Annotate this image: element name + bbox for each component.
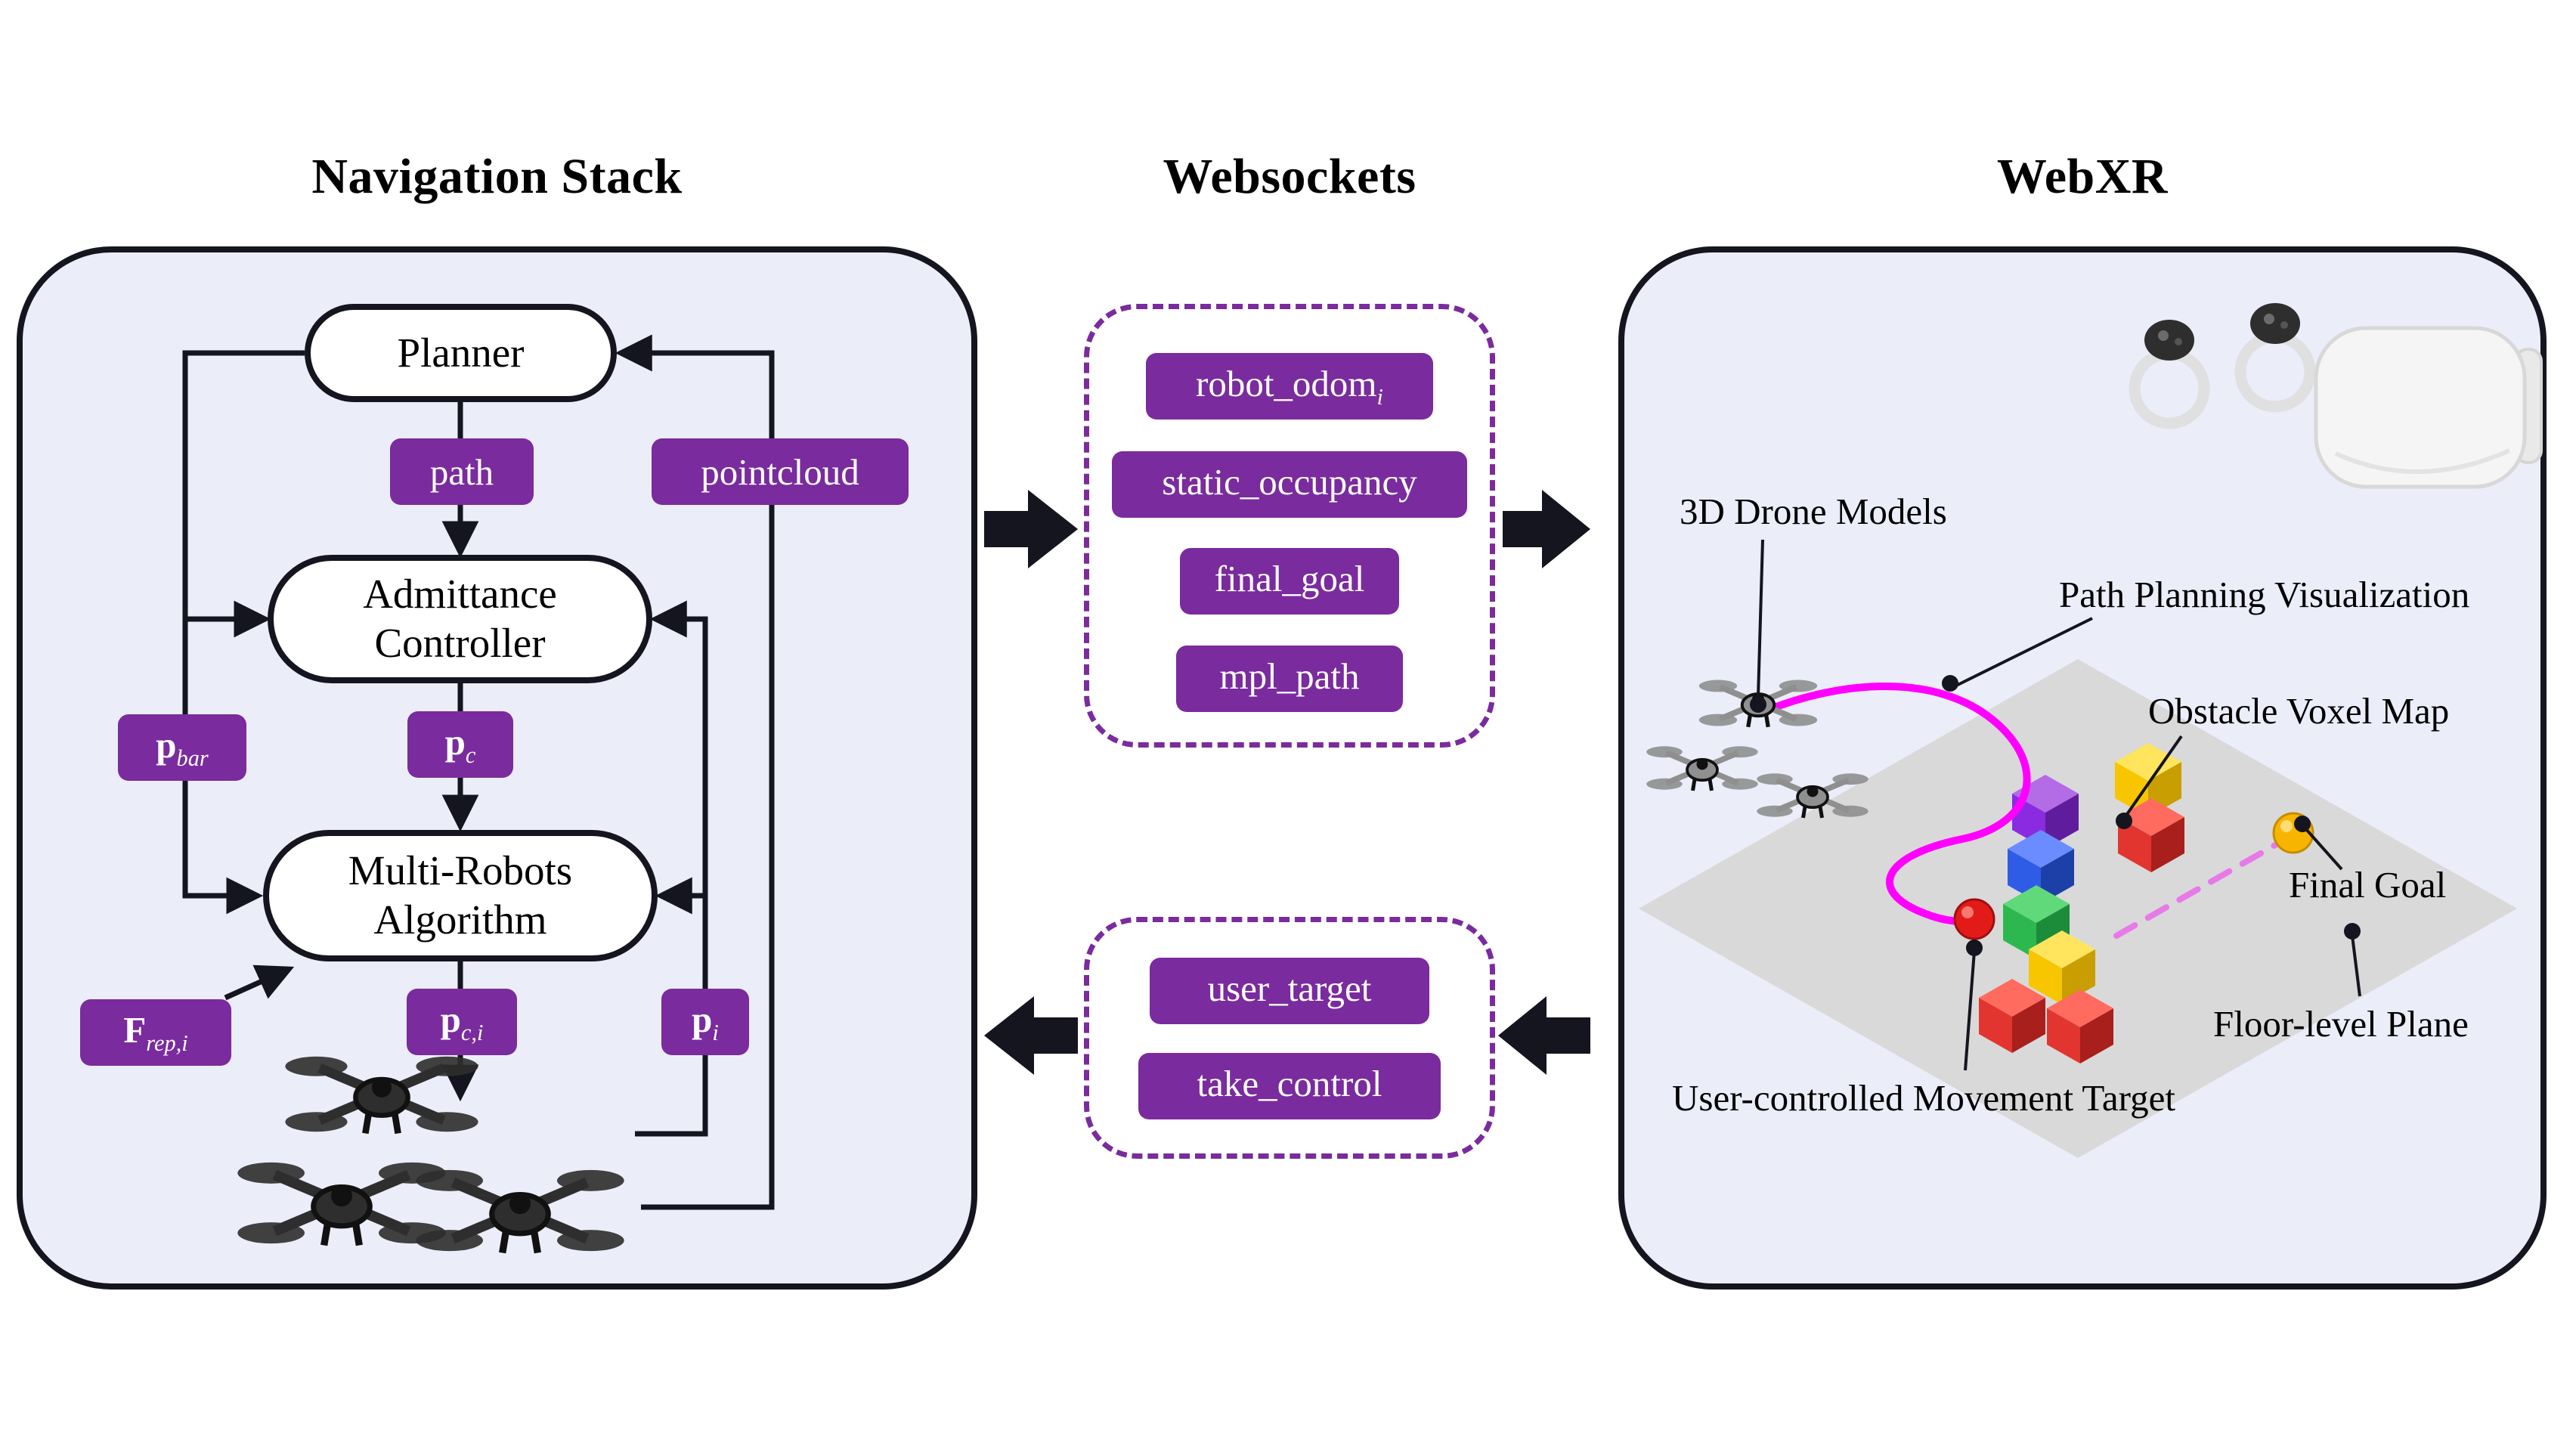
p-c-label: pc bbox=[444, 721, 476, 768]
take-control-label: take_control bbox=[1197, 1063, 1382, 1105]
websocket-incoming-box bbox=[1084, 917, 1495, 1159]
multi-robots-label: Multi-Robots Algorithm bbox=[348, 847, 573, 943]
admittance-controller-label: Admittance Controller bbox=[363, 571, 557, 666]
p-bar-badge: pbar bbox=[118, 714, 246, 781]
mpl-path-badge: mpl_path bbox=[1176, 646, 1403, 712]
robot-odom-label: robot_odomi bbox=[1196, 363, 1383, 410]
arrow-nav-to-websocket bbox=[984, 490, 1078, 568]
annotation-user-target: User-controlled Movement Target bbox=[1672, 1077, 2175, 1119]
p-bar-label: pbar bbox=[156, 724, 209, 771]
p-ci-label: pc,i bbox=[440, 999, 484, 1045]
static-occupancy-label: static_occupancy bbox=[1162, 461, 1417, 503]
robot-odom-badge: robot_odomi bbox=[1146, 353, 1433, 420]
websocket-outgoing-box bbox=[1084, 304, 1495, 748]
webxr-title: WebXR bbox=[1996, 149, 2169, 204]
take-control-badge: take_control bbox=[1138, 1053, 1441, 1119]
pointcloud-badge: pointcloud bbox=[652, 438, 909, 505]
annotation-floor-plane: Floor-level Plane bbox=[2213, 1003, 2469, 1045]
admittance-controller-node: Admittance Controller bbox=[268, 555, 652, 683]
p-ci-badge: pc,i bbox=[407, 989, 517, 1055]
pointcloud-badge-label: pointcloud bbox=[701, 450, 859, 493]
arrow-webxr-to-websocket bbox=[1498, 996, 1590, 1075]
final-goal-label: final_goal bbox=[1214, 558, 1365, 600]
user-target-label: user_target bbox=[1207, 968, 1372, 1010]
mpl-path-label: mpl_path bbox=[1219, 655, 1360, 698]
final-goal-badge: final_goal bbox=[1180, 548, 1399, 615]
static-occupancy-badge: static_occupancy bbox=[1112, 451, 1467, 518]
planner-node: Planner bbox=[305, 304, 617, 402]
multi-robots-node: Multi-Robots Algorithm bbox=[263, 830, 658, 961]
annotation-path-planning: Path Planning Visualization bbox=[2059, 574, 2470, 615]
path-badge-label: path bbox=[429, 450, 494, 493]
annotation-voxel-map: Obstacle Voxel Map bbox=[2148, 690, 2450, 732]
p-c-badge: pc bbox=[407, 711, 513, 778]
websockets-title: Websockets bbox=[1163, 149, 1416, 204]
annotation-drone-models: 3D Drone Models bbox=[1680, 491, 1947, 532]
f-rep-badge: Frep,i bbox=[80, 999, 231, 1066]
navigation-stack-title: Navigation Stack bbox=[311, 149, 683, 204]
p-i-label: pi bbox=[692, 999, 719, 1045]
arrow-websocket-to-nav bbox=[984, 996, 1078, 1075]
webxr-panel bbox=[1618, 246, 2547, 1290]
arrow-websocket-to-webxr bbox=[1503, 490, 1590, 568]
p-i-badge: pi bbox=[661, 989, 749, 1055]
f-rep-label: Frep,i bbox=[123, 1009, 188, 1056]
planner-label: Planner bbox=[397, 329, 525, 376]
user-target-badge: user_target bbox=[1150, 958, 1429, 1024]
path-badge: path bbox=[390, 438, 534, 505]
annotation-final-goal: Final Goal bbox=[2289, 864, 2447, 906]
